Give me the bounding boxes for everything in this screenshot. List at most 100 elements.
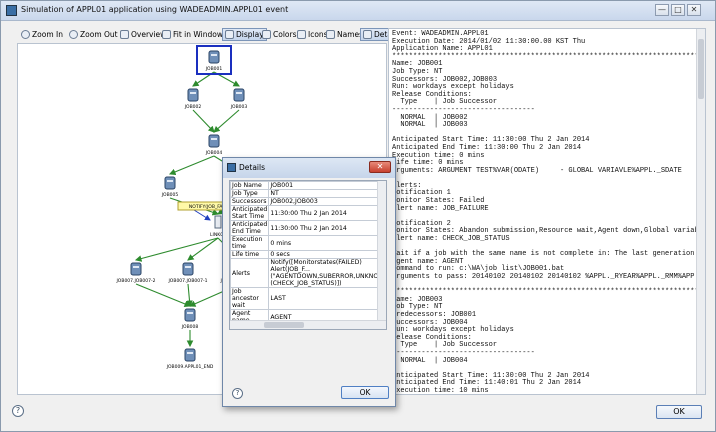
details-row-key: Anticipated Start Time xyxy=(230,205,270,221)
fit-in-window-icon xyxy=(162,30,171,39)
display-toggle[interactable]: Display xyxy=(222,28,267,41)
graph-node-label: JOB003 xyxy=(230,104,248,110)
graph-node-job004[interactable]: JOB004 xyxy=(205,134,223,156)
dialog-ok-button[interactable]: OK xyxy=(341,386,389,399)
details-vertical-scrollbar[interactable] xyxy=(377,181,386,322)
colors-button[interactable]: Colors xyxy=(262,28,297,41)
job-icon-detail xyxy=(190,92,196,94)
details-row-value: NT xyxy=(268,189,386,198)
graph-edge-job002-job004 xyxy=(192,109,215,133)
details-row-key: Anticipated End Time xyxy=(230,220,270,236)
graph-node-label: JOB007.JOB007-1 xyxy=(167,278,207,284)
job-icon xyxy=(164,176,176,190)
job-icon xyxy=(233,88,245,102)
dialog-close-button[interactable]: ✕ xyxy=(369,161,391,173)
details-row-value: 11:30:00 Thu 2 Jan 2014 xyxy=(268,220,386,236)
job-icon-detail xyxy=(236,92,242,94)
graph-node-label: JOB009.APPL01_END xyxy=(166,364,214,370)
graph-edge-job003-job004 xyxy=(213,109,240,133)
job-icon xyxy=(187,88,199,102)
job-icon-detail xyxy=(187,352,193,354)
dialog-help-icon[interactable]: ? xyxy=(232,388,243,399)
details-row-key: Successors xyxy=(230,197,270,206)
graph-edge-link-job007b xyxy=(187,237,219,261)
names-icon xyxy=(326,30,335,39)
icons-button[interactable]: Icons xyxy=(297,28,328,41)
graph-edge-job004-job005 xyxy=(168,155,215,175)
job-icon xyxy=(208,134,220,148)
details-dialog-title-bar[interactable]: Details ✕ xyxy=(223,158,395,178)
graph-node-job005[interactable]: JOB005 xyxy=(161,176,179,198)
job-icon xyxy=(130,262,142,276)
graph-node-job001[interactable]: JOB001 xyxy=(196,45,232,75)
zoom-out-button[interactable]: Zoom Out xyxy=(69,28,118,41)
graph-edge-link-job007a xyxy=(134,237,219,262)
close-button[interactable]: ✕ xyxy=(687,4,701,16)
names-button[interactable]: Names xyxy=(326,28,363,41)
display-icon xyxy=(225,30,234,39)
graph-node-label: JOB007.JOB007-2 xyxy=(115,278,155,284)
link-node-icon xyxy=(214,215,222,229)
graph-node-job008[interactable]: JOB008 xyxy=(181,308,199,330)
minimize-button[interactable]: — xyxy=(655,4,669,16)
graph-node-job002[interactable]: JOB002 xyxy=(184,88,202,110)
details-row-key: Life time xyxy=(230,250,270,259)
app-icon xyxy=(6,5,17,16)
graph-toolbar: Zoom In Zoom Out Overview Fit in Window … xyxy=(17,28,404,42)
details-row-value: Notify([Monitorstates(FAILED) Alert(JOB_… xyxy=(268,258,386,288)
zoom-in-button[interactable]: Zoom In xyxy=(21,28,63,41)
overview-button[interactable]: Overview xyxy=(120,28,166,41)
graph-node-label: JOB004 xyxy=(205,150,223,156)
job-icon xyxy=(184,348,196,362)
ok-button[interactable]: OK xyxy=(656,405,702,419)
maximize-button[interactable]: □ xyxy=(671,4,685,16)
log-scrollbar-thumb[interactable] xyxy=(698,39,704,99)
job-icon-detail xyxy=(167,180,173,182)
simulation-log-panel[interactable]: Event: WADEADMIN.APPL01 Execution Date: … xyxy=(388,28,706,395)
details-row-value: 0 mins xyxy=(268,235,386,251)
details-dialog-title: Details xyxy=(239,163,266,172)
simulation-log-text: Event: WADEADMIN.APPL01 Execution Date: … xyxy=(392,30,706,395)
graph-node-label: JOB001 xyxy=(205,66,223,72)
details-row-key: Execution time xyxy=(230,235,270,251)
details-icon xyxy=(363,30,372,39)
details-horizontal-scrollbar[interactable] xyxy=(230,320,386,329)
graph-edge-job007b-job008 xyxy=(186,283,193,308)
graph-node-job007b[interactable]: JOB007.JOB007-1 xyxy=(167,262,208,284)
graph-node-job003[interactable]: JOB003 xyxy=(230,88,248,110)
job-icon-detail xyxy=(211,54,217,56)
log-scrollbar[interactable] xyxy=(696,29,705,394)
title-bar[interactable]: Simulation of APPL01 application using W… xyxy=(1,1,715,21)
details-row-value: 11:30:00 Thu 2 Jan 2014 xyxy=(268,205,386,221)
job-icon xyxy=(208,50,220,64)
icons-icon xyxy=(297,30,306,39)
window-title: Simulation of APPL01 application using W… xyxy=(21,5,289,14)
job-icon xyxy=(182,262,194,276)
graph-node-link[interactable]: LINK01 xyxy=(210,215,226,238)
details-row-value: 0 secs xyxy=(268,250,386,259)
graph-node-end[interactable]: JOB009.APPL01_END xyxy=(166,348,214,370)
overview-icon xyxy=(120,30,129,39)
job-icon-detail xyxy=(187,312,193,314)
graph-node-job007a[interactable]: JOB007.JOB007-2 xyxy=(115,262,156,284)
job-icon-detail xyxy=(185,266,191,268)
job-icon-detail xyxy=(133,266,139,268)
details-scrollbar-thumb[interactable] xyxy=(264,322,304,328)
job-icon-detail xyxy=(211,138,217,140)
fit-in-window-button[interactable]: Fit in Window xyxy=(162,28,223,41)
selected-node-highlight xyxy=(196,45,232,75)
details-row-key: Job Type xyxy=(230,189,270,198)
help-icon[interactable]: ? xyxy=(12,405,24,417)
